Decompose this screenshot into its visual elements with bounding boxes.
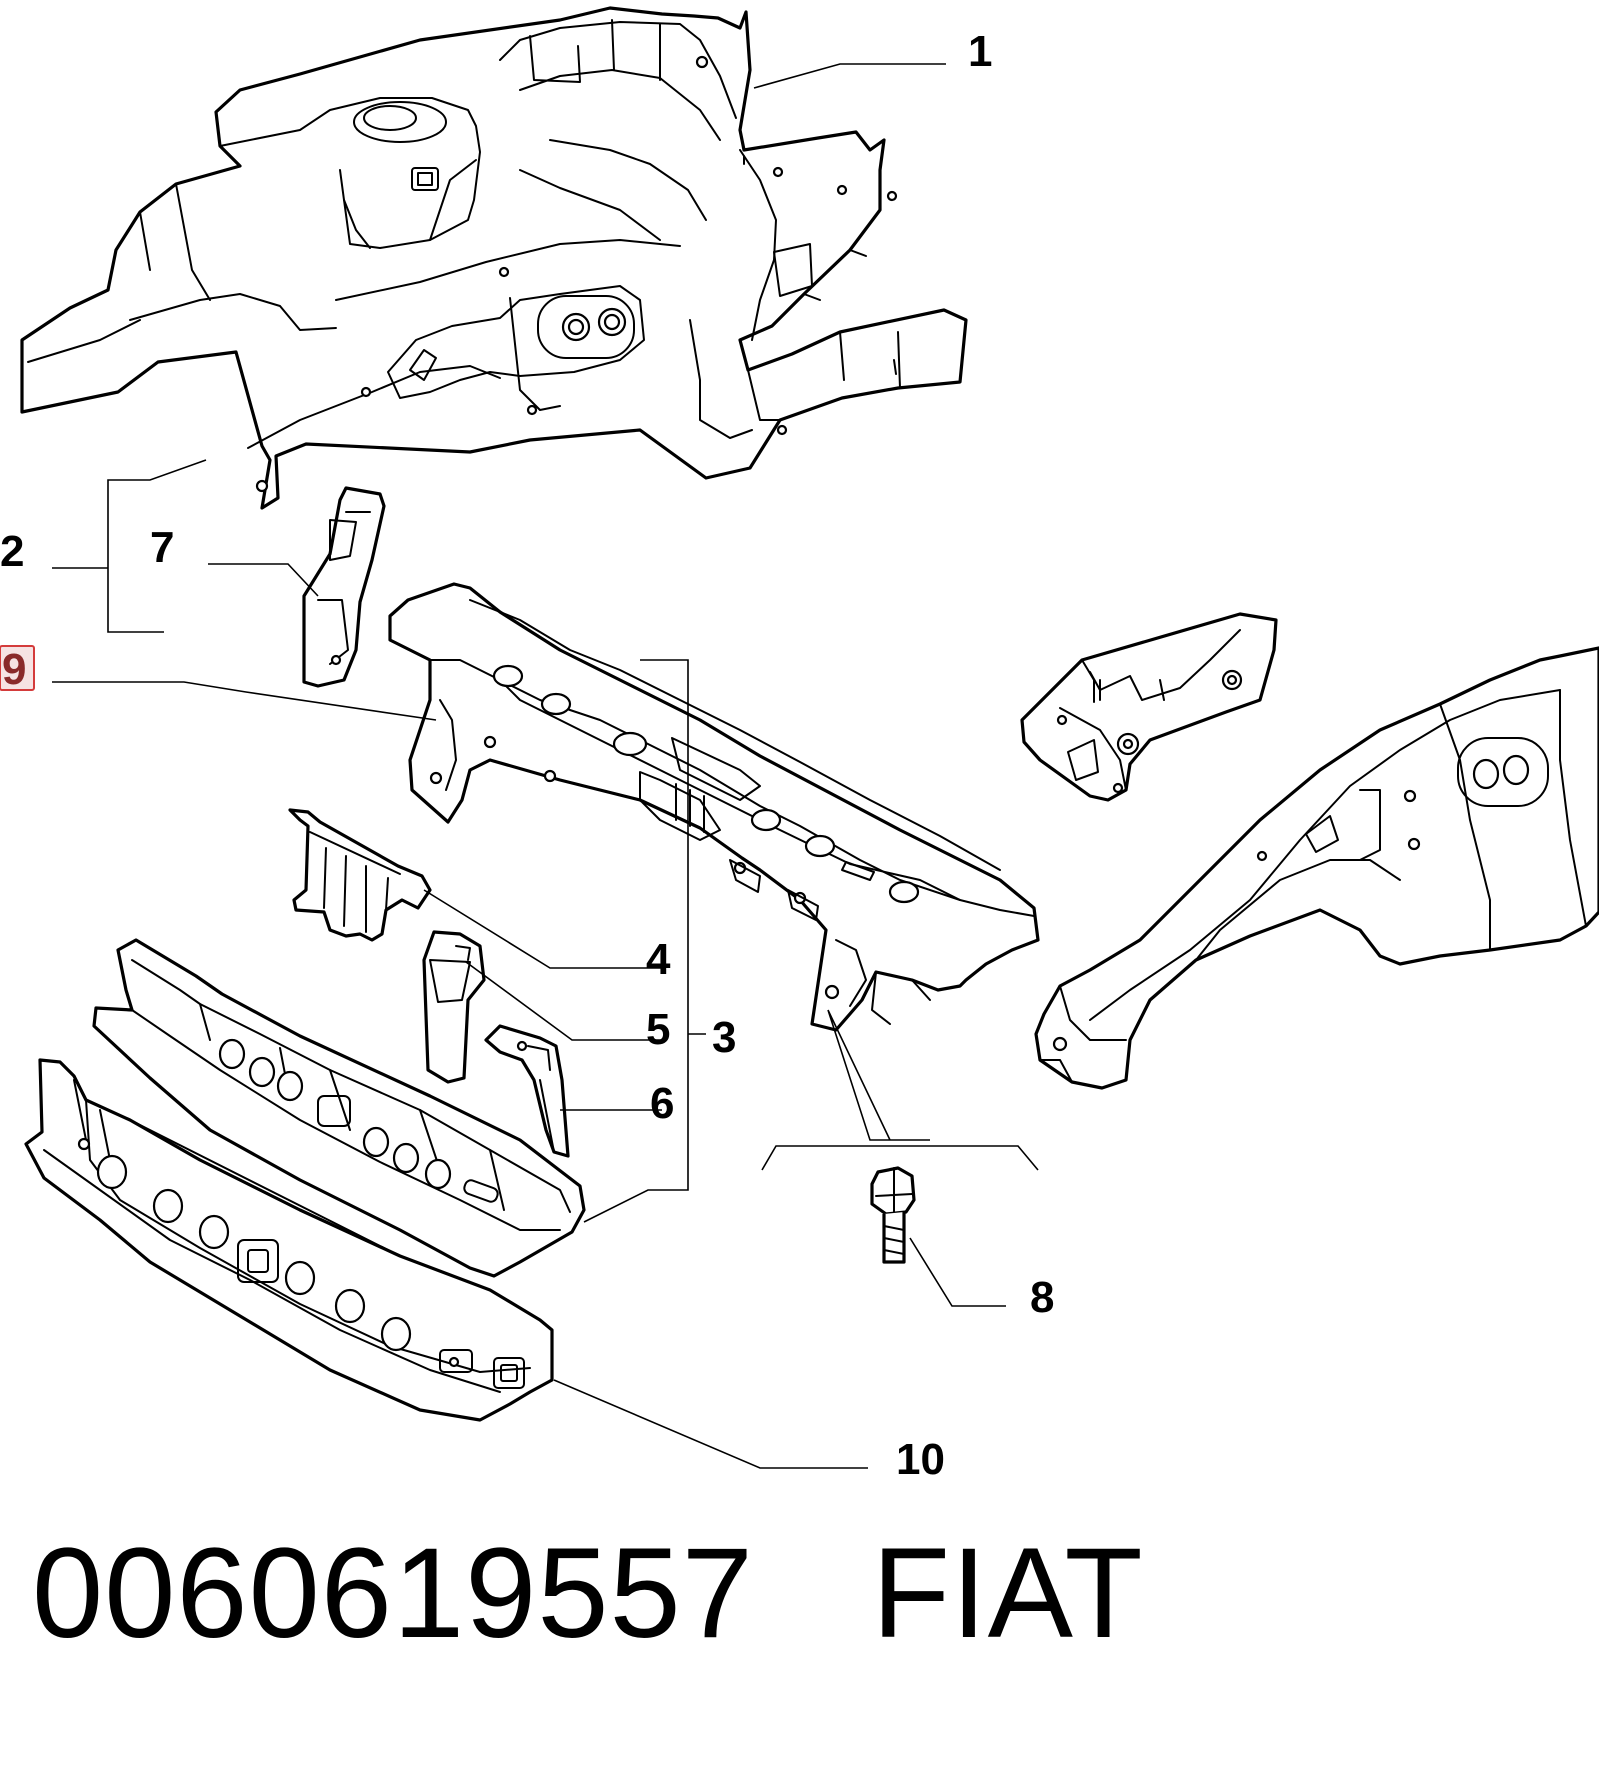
part-6-l-bracket — [484, 1024, 570, 1158]
part-number: 0060619557 — [32, 1522, 754, 1665]
callout-3: 3 — [712, 1013, 736, 1062]
callouts: 1 2 7 9 4 5 3 6 8 10 — [0, 27, 1054, 1484]
right-side-member — [1034, 646, 1599, 1090]
part-7-bracket — [302, 486, 386, 688]
part-4-plate — [288, 808, 432, 942]
callout-8: 8 — [1030, 1273, 1054, 1322]
callout-4: 4 — [646, 935, 671, 984]
part-5-reinforcement — [422, 930, 486, 1084]
callout-9: 9 — [2, 645, 26, 694]
brand-name: FIAT — [871, 1522, 1144, 1665]
part-10-bumper-beam — [24, 1058, 554, 1422]
part-1-wheelhouse-assembly — [20, 6, 968, 510]
part-9-cross-member — [388, 582, 1040, 1032]
part-3-lower-cross-member — [92, 938, 586, 1278]
leader-lines — [52, 63, 1039, 1469]
callout-1: 1 — [968, 27, 992, 76]
part-8-bolt — [870, 1166, 916, 1264]
callout-2: 2 — [0, 527, 24, 576]
callout-7: 7 — [150, 523, 174, 572]
callout-6: 6 — [650, 1079, 674, 1128]
callout-9-highlight — [0, 645, 35, 691]
callout-10: 10 — [896, 1435, 945, 1484]
callout-5: 5 — [646, 1005, 670, 1054]
right-mount-bracket — [1020, 612, 1278, 802]
